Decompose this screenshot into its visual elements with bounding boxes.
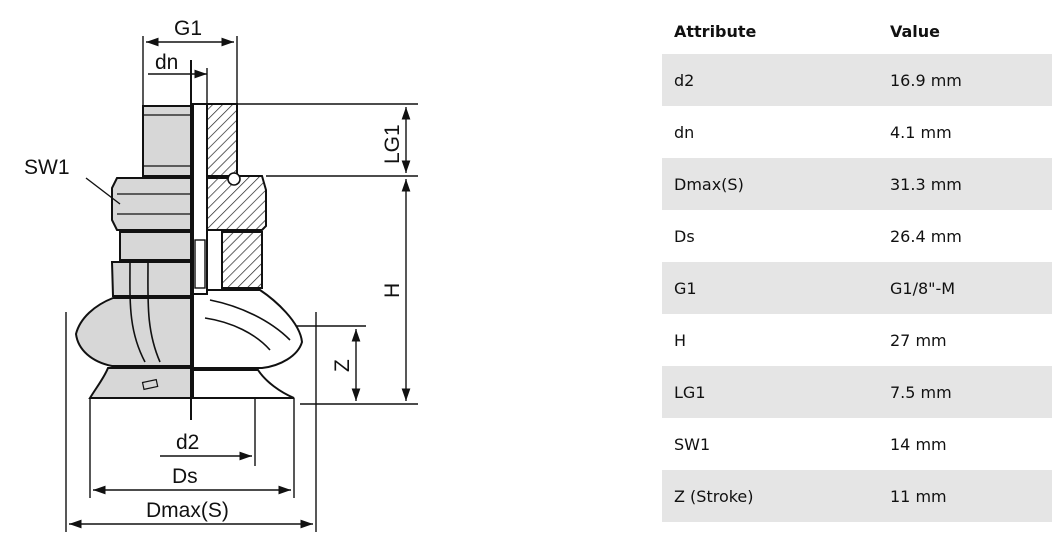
value-cell: 11 mm [878,470,1052,522]
label-dmax: Dmax(S) [146,499,229,522]
attribute-cell: dn [674,122,695,142]
cup-body-section [192,103,304,399]
table-row: Z (Stroke) 11 mm [662,470,1052,522]
value-cell: 4.1 mm [890,122,952,142]
value-cell: G1/8"-M [878,262,1052,314]
table-row: d2 16.9 mm [662,54,1052,106]
specification-table: Attribute Value d2 16.9 mm dn 4.1 mm Dma… [662,8,1052,522]
table-row: Ds 26.4 mm [662,210,1052,262]
attribute-cell: Z (Stroke) [662,470,878,522]
value-cell: 16.9 mm [878,54,1052,106]
column-header-value: Value [890,21,941,41]
table-row: H 27 mm [662,314,1052,366]
table-row: LG1 7.5 mm [662,366,1052,418]
attribute-cell: Ds [674,226,695,246]
label-dn: dn [155,51,178,74]
attribute-cell: d2 [662,54,878,106]
value-cell: 27 mm [890,330,947,350]
column-header-attribute: Attribute [674,21,757,41]
label-ds: Ds [172,465,198,488]
label-d2: d2 [176,431,199,454]
table-row: dn 4.1 mm [662,106,1052,158]
value-cell: 31.3 mm [878,158,1052,210]
attribute-cell: H [674,330,687,350]
attribute-cell: SW1 [674,434,711,454]
label-h: H [381,283,404,298]
cup-body-exterior [74,105,192,399]
table-header-row: Attribute Value [662,8,1052,54]
dimension-lines [65,36,418,532]
label-z: Z [331,359,354,372]
value-cell: 14 mm [890,434,947,454]
value-cell: 26.4 mm [890,226,962,246]
attribute-cell: LG1 [662,366,878,418]
value-cell: 7.5 mm [878,366,1052,418]
suction-cup-technical-drawing: G1 dn SW1 LG1 H Z d2 Ds Dmax(S) [24,17,418,532]
table-row: G1 G1/8"-M [662,262,1052,314]
attribute-cell: G1 [662,262,878,314]
label-sw1: SW1 [24,156,70,179]
table-row: SW1 14 mm [662,418,1052,470]
label-g1: G1 [174,17,202,40]
label-lg1: LG1 [381,124,404,164]
attribute-cell: Dmax(S) [662,158,878,210]
table-row: Dmax(S) 31.3 mm [662,158,1052,210]
